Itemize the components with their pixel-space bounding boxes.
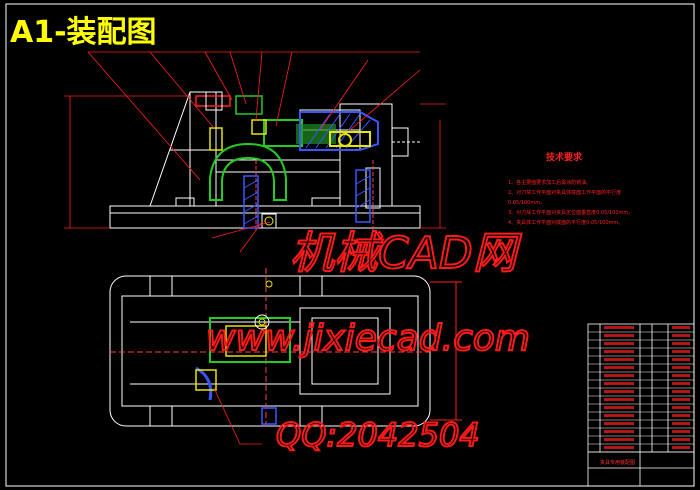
parts-list-entry-mark (672, 406, 690, 409)
drawing-title: A1-装配图 (10, 15, 157, 50)
parts-list-entry-mark (604, 374, 634, 377)
parts-list-entry-mark (604, 422, 634, 425)
parts-list-entry-mark (672, 422, 690, 425)
parts-list-entry-mark (604, 366, 634, 369)
tech-requirement-line-1: 1、各主要面要求加工后需涂防锈油。 (508, 179, 591, 186)
parts-list-entry-mark (604, 446, 634, 449)
watermark-qq: QQ:2042504 (276, 416, 480, 454)
parts-list-entry-mark (604, 406, 634, 409)
parts-list-entry-mark (672, 438, 690, 441)
parts-list-entry-mark (672, 382, 690, 385)
parts-list-entry-mark (604, 358, 634, 361)
tech-requirement-line-4: 3、对刀块工作平面对夹具定位面垂直度0.05/100mm。 (508, 209, 633, 216)
parts-list-entry-mark (672, 358, 690, 361)
parts-list-entry-mark (604, 398, 634, 401)
tech-requirement-line-5: 4、夹具体工作平面对底面的平行度0.05/100mm。 (508, 219, 623, 226)
parts-list-entry-mark (672, 366, 690, 369)
parts-list-entry-mark (672, 334, 690, 337)
parts-list-entry-mark (604, 382, 634, 385)
tech-requirements-heading: 技术要求 (546, 151, 583, 163)
plan-view-parts (195, 280, 291, 445)
watermark-site-name: 机械CAD网 (290, 228, 522, 279)
technical-requirements: 技术要求 1、各主要面要求加工后需涂防锈油。 2、对刀块工作平面对夹具体底面工作… (508, 151, 633, 226)
parts-list-entry-mark (672, 342, 690, 345)
parts-list-entry-mark (604, 350, 634, 353)
parts-list-entry-mark (672, 398, 690, 401)
leader-lines (64, 51, 446, 253)
parts-list-entry-mark (672, 374, 690, 377)
parts-list-entry-mark (604, 430, 634, 433)
parts-list-rows (588, 326, 694, 453)
tech-requirement-line-3: 0.05/100mm。 (508, 200, 545, 206)
parts-list-entry-mark (604, 438, 634, 441)
parts-list-entry-mark (604, 334, 634, 337)
parts-list-entry-mark (672, 326, 690, 329)
watermark-site-url: www.jixiecad.com (206, 318, 530, 359)
parts-list-entry-mark (604, 342, 634, 345)
parts-list-entry-mark (604, 326, 634, 329)
parts-list-entry-mark (604, 390, 634, 393)
plan-view (109, 268, 462, 430)
parts-list-entry-mark (604, 414, 634, 417)
parts-list-entry-mark (672, 390, 690, 393)
parts-list-entry-mark (672, 430, 690, 433)
parts-list-entry-mark (672, 350, 690, 353)
parts-list-entry-mark (672, 446, 690, 449)
front-view-parts (195, 91, 379, 229)
tech-requirement-line-2: 2、对刀块工作平面对夹具体底面工作平面的平行度 (508, 189, 621, 196)
title-block-caption: 夹具专用装配图 (600, 459, 635, 466)
parts-list-entry-mark (672, 414, 690, 417)
